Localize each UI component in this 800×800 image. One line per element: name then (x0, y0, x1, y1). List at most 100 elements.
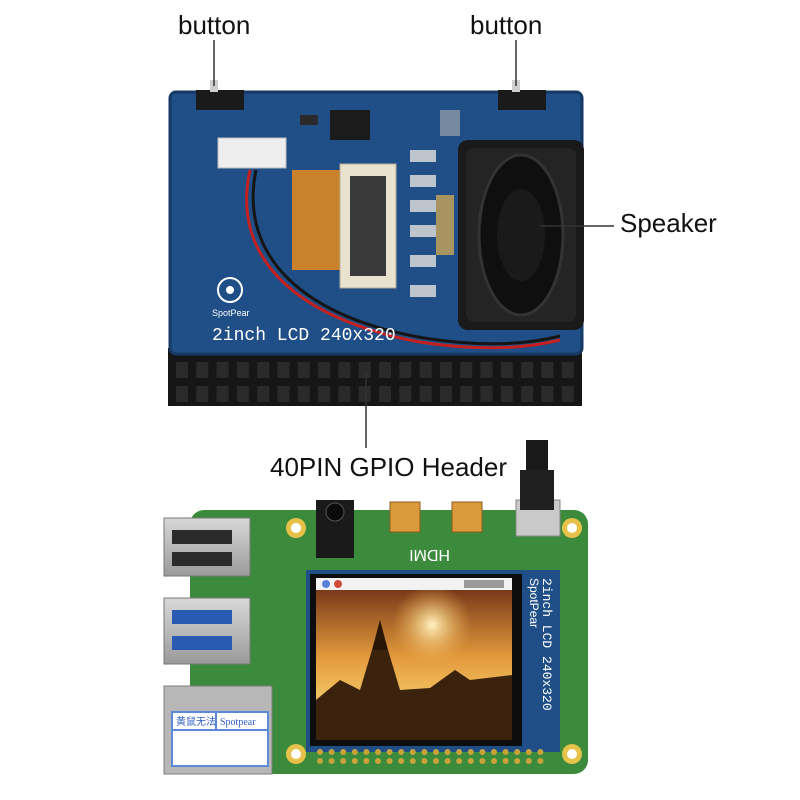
header-pin (328, 758, 335, 764)
header-pin (340, 749, 347, 755)
header-pin (317, 758, 323, 764)
header-pin (257, 362, 270, 378)
callout-lines (213, 40, 614, 448)
header-pin (541, 386, 554, 402)
header-pin (460, 386, 473, 402)
speaker-connector (217, 137, 287, 169)
header-pin (297, 362, 310, 378)
header-pin (351, 758, 358, 764)
callout-button-right: button (470, 10, 543, 40)
header-pin (480, 362, 493, 378)
lcd-module-front: 2inch LCD 240x320 SpotPear (306, 570, 560, 764)
logo-text: SpotPear (212, 308, 250, 318)
header-pin (236, 386, 249, 402)
header-pin (236, 362, 249, 378)
header-pin (460, 362, 473, 378)
header-pin (358, 362, 371, 378)
header-pin (537, 749, 544, 755)
header-pin (491, 749, 497, 755)
header-pin (216, 386, 229, 402)
header-pin (433, 749, 439, 755)
header-pin (537, 758, 544, 764)
header-pin (409, 749, 416, 755)
header-pin (386, 749, 393, 755)
header-pin (399, 362, 412, 378)
gpio-pins (176, 362, 574, 402)
header-pin (456, 758, 463, 764)
header-pin (500, 386, 513, 402)
ethernet-port (163, 685, 273, 775)
header-pin (502, 749, 509, 755)
micro-hdmi-ports (389, 501, 483, 533)
header-pin (317, 749, 323, 755)
header-pin (502, 758, 509, 764)
audio-jack (316, 500, 354, 558)
header-pin (561, 362, 574, 378)
header-pin (340, 758, 347, 764)
callout-button-left: button (178, 10, 251, 40)
header-pin (328, 749, 335, 755)
header-pin (514, 749, 521, 755)
sticker-left-text: 黄鼠无法 (176, 715, 216, 728)
header-pin (176, 386, 188, 402)
header-pin (521, 386, 534, 402)
mounting-holes (286, 518, 582, 764)
header-pin (196, 362, 209, 378)
chip (330, 110, 370, 140)
raspberry-pi-with-lcd: 黄鼠无法 Spotpear HDMI (163, 440, 588, 775)
header-pin (338, 362, 351, 378)
header-pin (456, 749, 463, 755)
header-pin (358, 386, 371, 402)
header-pin (525, 749, 532, 755)
header-pin (541, 362, 554, 378)
header-pin (467, 749, 474, 755)
header-pin (399, 386, 412, 402)
header-pin (419, 386, 432, 402)
header-pin (444, 758, 451, 764)
sticker-right-text: Spotpear (220, 717, 256, 728)
lcd-screen (316, 578, 512, 740)
header-pin (363, 749, 370, 755)
lcd-side-label: 2inch LCD 240x320 (539, 578, 554, 711)
header-pin (176, 362, 188, 378)
usb-ports (163, 517, 251, 665)
spotpear-logo (217, 277, 243, 303)
header-pin (379, 362, 391, 378)
header-pin (525, 758, 532, 764)
header-pin (467, 758, 474, 764)
header-pin (421, 749, 428, 755)
header-pin (479, 758, 486, 764)
header-pin (398, 749, 405, 755)
header-pin (480, 386, 493, 402)
gpio-header-top-view (168, 348, 582, 406)
speaker (458, 140, 584, 330)
header-pin (421, 758, 428, 764)
header-pin (277, 386, 290, 402)
header-pin (561, 386, 574, 402)
header-pin (375, 749, 381, 755)
header-pin (439, 362, 452, 378)
fpc-ribbon (292, 170, 346, 270)
header-pin (277, 362, 290, 378)
gpio-pins-bottom (317, 749, 544, 764)
header-pin (375, 758, 381, 764)
brand-vertical: SpotPear (527, 578, 541, 628)
header-pin (444, 749, 451, 755)
header-pin (500, 362, 513, 378)
header-pin (386, 758, 393, 764)
lcd-silkscreen-label: 2inch LCD 240x320 (212, 326, 396, 346)
hdmi-silkscreen: HDMI (409, 546, 450, 563)
header-pin (433, 758, 439, 764)
header-pin (318, 386, 331, 402)
header-pin (479, 749, 486, 755)
header-pin (363, 758, 370, 764)
tactile-button-left (196, 80, 244, 110)
header-pin (338, 386, 351, 402)
header-pin (351, 749, 358, 755)
header-pin (257, 386, 270, 402)
header-pin (318, 362, 331, 378)
header-pin (521, 362, 534, 378)
header-pin (491, 758, 497, 764)
header-pin (297, 386, 310, 402)
